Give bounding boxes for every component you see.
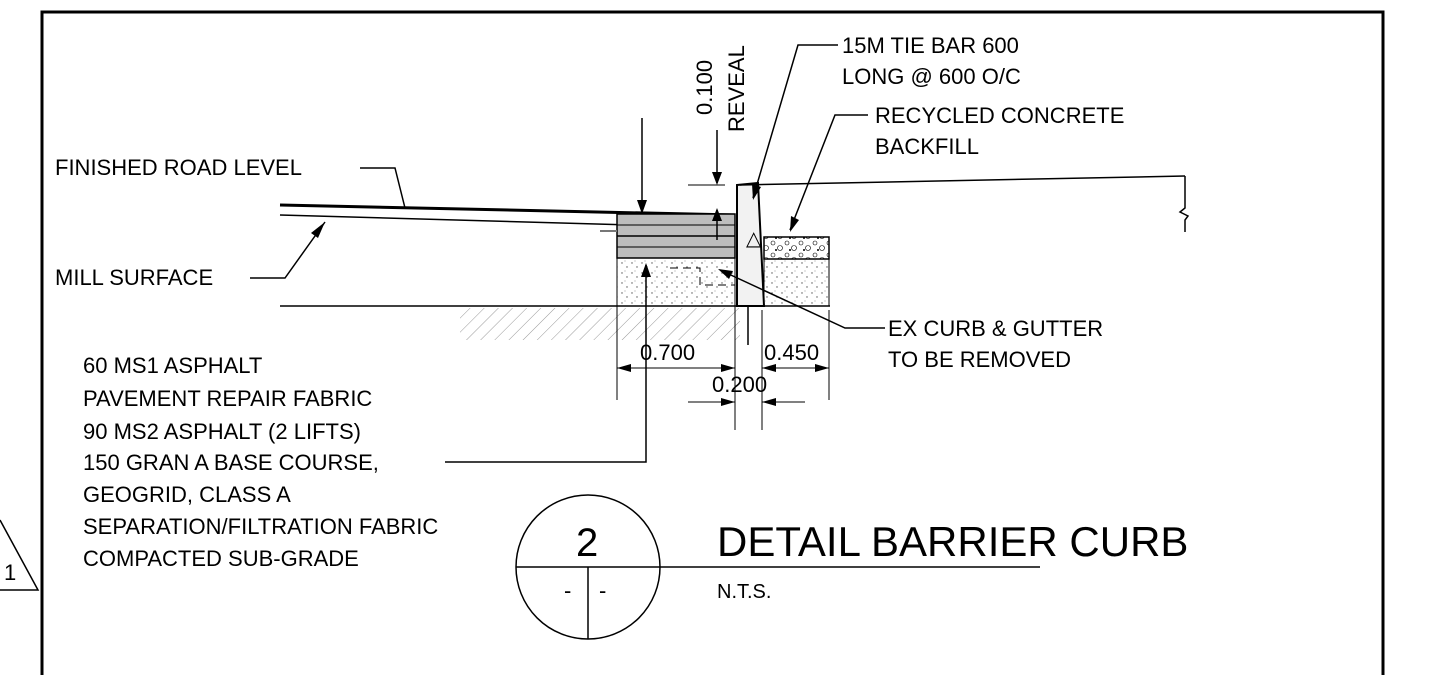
- reveal-label: REVEAL: [724, 45, 749, 132]
- scale-note: N.T.S.: [717, 581, 771, 603]
- boulevard-line: [739, 175, 1186, 186]
- revision-triangle: 1: [0, 519, 40, 591]
- layer-1: PAVEMENT REPAIR FABRIC: [83, 386, 372, 411]
- dimension-lines: [616, 262, 830, 430]
- layer-5: SEPARATION/FILTRATION FABRIC: [83, 514, 438, 539]
- detail-title: DETAIL BARRIER CURB: [717, 518, 1188, 565]
- leader-ex-curb: [718, 269, 885, 329]
- tie-bar-line2: LONG @ 600 O/C: [842, 64, 1021, 89]
- dim-pavement-width: 0.700: [640, 340, 695, 365]
- detail-number: 2: [576, 521, 598, 565]
- sheet-ref-right: -: [599, 578, 606, 603]
- layer-4: GEOGRID, CLASS A: [83, 482, 291, 507]
- leader-asphalt: [637, 118, 647, 214]
- backfill-line2: BACKFILL: [875, 134, 979, 159]
- detail-bubble: [515, 494, 1040, 640]
- ex-curb-outline: [670, 267, 735, 286]
- leader-layers: [445, 263, 651, 463]
- sheet-border: [40, 10, 1385, 675]
- leader-backfill: [789, 114, 868, 232]
- layer-2: 90 MS2 ASPHALT (2 LIFTS): [83, 419, 361, 444]
- backfill: [763, 236, 830, 307]
- dim-backfill-width: 0.450: [764, 340, 819, 365]
- rev-mark: 1: [4, 560, 16, 585]
- pavement-layers: [600, 213, 736, 307]
- reveal-dimension: [688, 130, 725, 240]
- leader-finished-road-level: [360, 167, 406, 209]
- svg-text:△: △: [746, 228, 762, 250]
- layer-3: 150 GRAN A BASE COURSE,: [83, 450, 379, 475]
- break-line: [1178, 176, 1190, 232]
- ex-curb-line1: EX CURB & GUTTER: [888, 316, 1103, 341]
- backfill-line1: RECYCLED CONCRETE: [875, 103, 1124, 128]
- layer-0: 60 MS1 ASPHALT: [83, 353, 262, 378]
- sheet-ref-left: -: [564, 578, 571, 603]
- reveal-value: 0.100: [692, 60, 717, 115]
- mill-surface-label: MILL SURFACE: [55, 265, 213, 290]
- subgrade-hatch: [460, 308, 740, 340]
- finished-road-level-label: FINISHED ROAD LEVEL: [55, 155, 302, 180]
- barrier-curb: △: [736, 181, 766, 345]
- dim-curb-width: 0.200: [712, 372, 767, 397]
- layer-6: COMPACTED SUB-GRADE: [83, 546, 359, 571]
- leader-tie-bar: [752, 44, 838, 200]
- ex-curb-line2: TO BE REMOVED: [888, 347, 1071, 372]
- leader-mill-surface: [250, 221, 326, 279]
- tie-bar-line1: 15M TIE BAR 600: [842, 33, 1019, 58]
